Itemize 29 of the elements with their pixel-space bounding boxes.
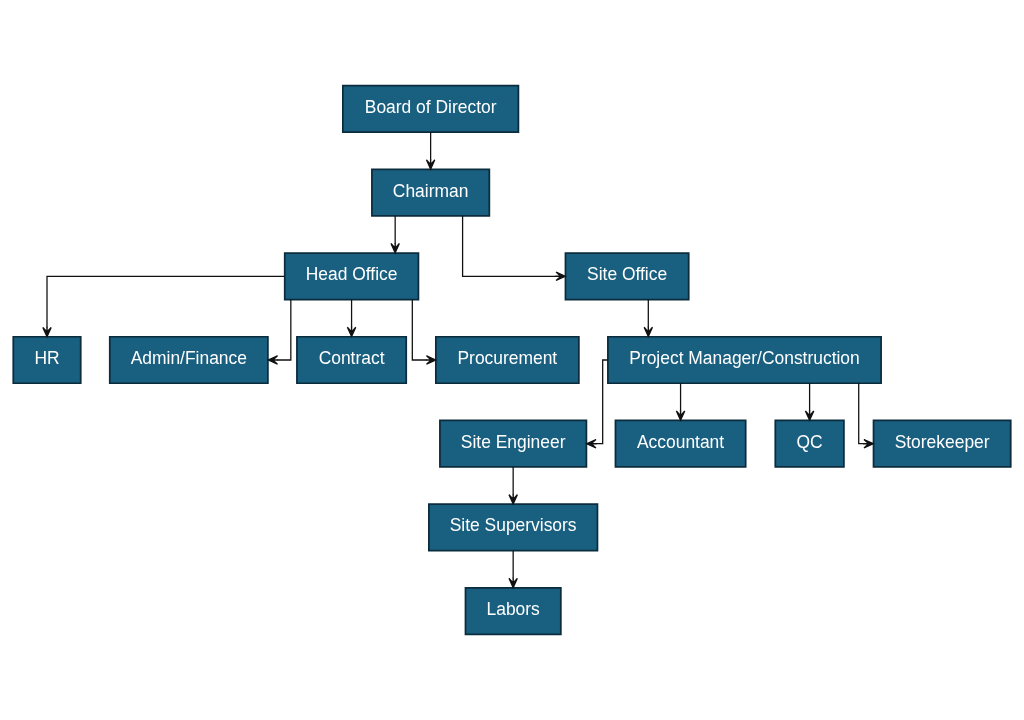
node-box: Storekeeper — [872, 419, 1012, 468]
arrow — [675, 382, 686, 421]
node-box: Admin/Finance — [108, 335, 269, 385]
arrow — [586, 359, 609, 449]
node-box: Procurement — [435, 335, 580, 385]
node-box: Site Office — [564, 252, 690, 301]
arrow — [425, 131, 436, 170]
node-box: QC — [774, 419, 845, 468]
arrow — [804, 382, 815, 421]
arrow — [508, 550, 518, 589]
arrow — [643, 299, 654, 338]
arrow — [411, 299, 437, 365]
node-box: Site Engineer — [439, 419, 588, 468]
node-box: Contract — [296, 335, 408, 385]
arrow — [346, 299, 357, 338]
node-box: Site Supervisors — [428, 503, 599, 552]
arrow — [42, 275, 285, 338]
node-box: Project Manager/Construction — [607, 335, 882, 385]
node-box: Accountant — [614, 419, 747, 468]
arrow — [508, 466, 518, 505]
node-box: Chairman — [371, 168, 491, 217]
arrow — [461, 215, 566, 282]
arrow — [858, 382, 874, 449]
node-box: HR — [12, 335, 82, 385]
node-box: Board of Director — [342, 84, 520, 133]
node-box: Head Office — [283, 252, 420, 301]
node-box: Labors — [464, 587, 562, 636]
arrow — [267, 299, 292, 365]
arrow — [390, 215, 400, 254]
